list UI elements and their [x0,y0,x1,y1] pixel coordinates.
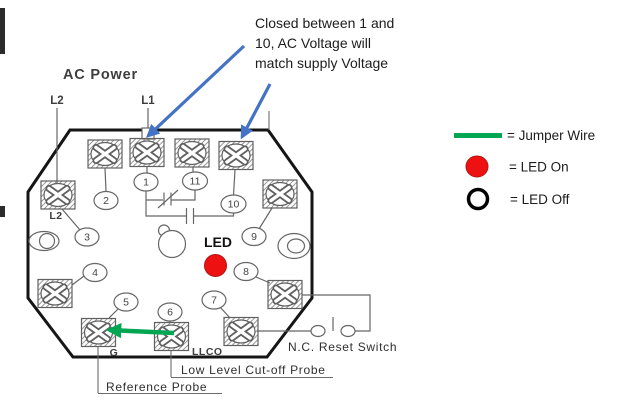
pin-4-number: 4 [92,267,98,279]
pin-2-number: 2 [103,195,109,207]
terminal-11 [175,139,209,167]
pin-8: 8 [233,261,259,282]
ac-power-label: AC Power [63,67,138,83]
annotation-line-2: 10, AC Voltage will [255,35,371,51]
legend: = Jumper Wire = LED On = LED Off [454,128,595,211]
terminal-l2 [41,181,75,209]
l2-supply-label: L2 [50,95,63,107]
led-off-swatch [466,187,490,211]
nc-reset-switch [257,294,371,338]
pin-circles: 1 2 3 4 5 6 7 8 9 10 11 [74,171,267,322]
scan-artifacts [0,8,5,217]
terminal-4 [38,280,72,308]
terminal-1 [130,139,164,167]
pin-8-number: 8 [243,266,249,278]
annotation-arrow-2 [240,83,272,140]
internal-circuit [145,189,235,224]
terminal-2 [88,140,122,168]
pin-6-number: 6 [167,307,173,319]
pin-7: 7 [201,290,227,310]
terminal-leader-lines [61,167,273,323]
pin-3-number: 3 [84,232,90,244]
legend-led-on-label: = LED On [509,160,569,175]
legend-jumper-label: = Jumper Wire [507,128,595,143]
left-mount-slot [28,230,60,252]
pin-3: 3 [74,227,100,247]
pin-11: 11 [181,171,209,191]
terminal-nc [224,318,258,346]
pin-1: 1 [133,172,159,192]
l2-terminal-label: L2 [49,210,62,222]
nc-contact-slash [157,189,179,209]
terminal-10 [219,142,253,170]
socket-octagon-outline [26,128,314,359]
pin-5-number: 5 [123,297,129,309]
right-mount-slot [277,232,311,260]
annotation-callout: Closed between 1 and 10, AC Voltage will… [146,15,394,140]
llco-terminal-label: LLCO [192,346,223,358]
pin-10: 10 [220,194,247,214]
led-on-swatch [465,155,489,178]
terminal-g [82,319,116,347]
reference-probe-label: Reference Probe [106,380,207,394]
legend-led-off-label: = LED Off [510,192,570,207]
terminal-llco [155,323,189,351]
g-terminal-label: G [110,347,119,359]
reset-contact-left [310,324,326,338]
reset-contact-right [340,324,356,338]
jumper-wire [105,322,175,339]
pin-9: 9 [241,226,267,247]
pin-6: 6 [157,302,183,322]
nc-reset-switch-label: N.C. Reset Switch [288,340,397,354]
annotation-arrow-1 [146,44,246,138]
annotation-line-1: Closed between 1 and [255,15,394,31]
pin-10-number: 10 [228,199,240,211]
pin-9-number: 9 [251,231,257,243]
probe-leader-lines [97,347,333,395]
capacitor-plates [185,208,195,224]
pin-1-number: 1 [143,177,149,189]
pin-5: 5 [113,292,139,312]
center-keyway [157,224,187,259]
pin-2: 2 [93,190,119,211]
l1-supply-label: L1 [141,95,155,107]
terminal-8 [268,281,302,309]
pin-4: 4 [82,262,108,283]
low-level-cutoff-label: Low Level Cut-off Probe [181,363,326,377]
led-indicator-on [204,254,227,277]
pin-11-number: 11 [190,176,201,188]
terminal-9 [263,180,297,208]
led-label: LED [204,234,232,250]
annotation-line-3: match supply Voltage [255,55,388,71]
pin-7-number: 7 [211,295,217,307]
